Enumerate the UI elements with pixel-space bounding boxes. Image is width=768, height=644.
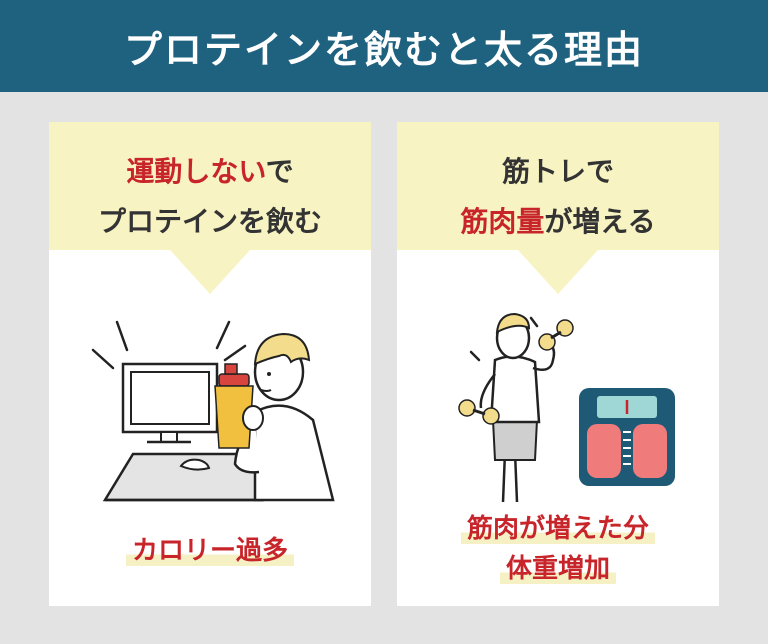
heading-line-2: 筋肉量が増える [460, 205, 656, 238]
result-text-line-1: 筋肉が増えた分 [397, 508, 719, 545]
result-text-line-2: 体重増加 [397, 548, 719, 585]
result-text: カロリー過多 [49, 530, 371, 567]
protein-shaker-icon [214, 363, 254, 449]
card-heading: 筋トレで 筋肉量が増える [397, 122, 719, 298]
heading-line-1: 運動しないで [126, 155, 294, 188]
computer-monitor-icon [121, 362, 219, 444]
card-muscle-training: 筋トレで 筋肉量が増える [397, 122, 719, 606]
card-no-exercise: 運動しないで プロテインを飲む [49, 122, 371, 606]
bathroom-scale-icon [579, 388, 675, 486]
header-bar: プロテインを飲むと太る理由 [0, 0, 768, 92]
heading-line-2: プロテインを飲む [97, 205, 322, 238]
heading-line-1: 筋トレで [501, 155, 614, 188]
person-lifting-dumbbells-icon [458, 312, 675, 502]
person-at-desk-icon [91, 320, 335, 502]
card-heading: 運動しないで プロテインを飲む [49, 122, 371, 298]
page-title: プロテインを飲むと太る理由 [123, 27, 644, 72]
